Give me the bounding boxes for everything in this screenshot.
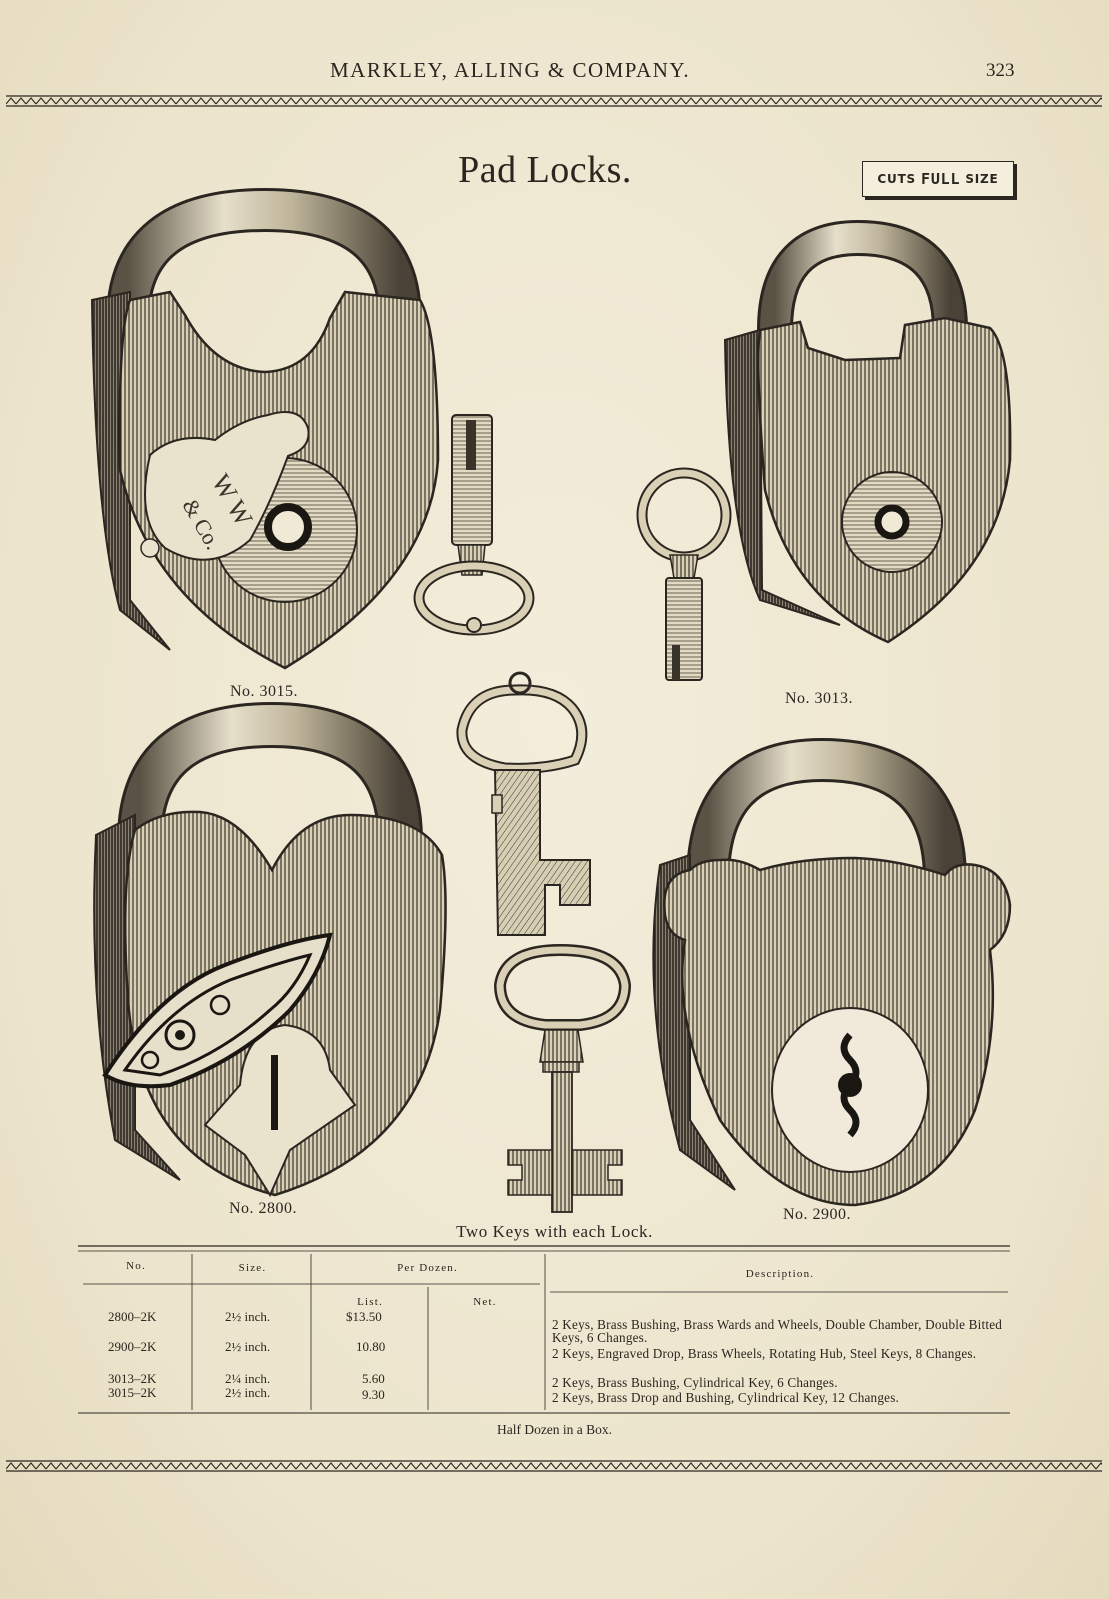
badge-full: FULL	[921, 170, 961, 188]
badge-size: SIZE	[965, 172, 999, 186]
padlock-2800-illustration	[93, 701, 447, 1198]
padlock-2900-illustration	[652, 737, 1012, 1207]
row-size: 2½ inch.	[225, 1309, 271, 1324]
row-list: $13.50	[346, 1309, 382, 1324]
row-size: 2¼ inch.	[225, 1371, 271, 1386]
row-no: 2900–2K	[108, 1339, 157, 1354]
cuts-full-size-badge: CUTS FULL SIZE	[862, 161, 1014, 197]
flat-key-illustration	[456, 671, 591, 936]
bottom-zigzag-border	[6, 1460, 1102, 1472]
header-list: List.	[357, 1296, 383, 1308]
caption-no-3015: No. 3015.	[230, 683, 299, 700]
row-description: 2 Keys, Brass Drop and Bushing, Cylindri…	[552, 1390, 900, 1405]
row-size: 2½ inch.	[225, 1339, 271, 1354]
header-per-dozen: Per Dozen.	[397, 1262, 458, 1274]
caption-no-3013: No. 3013.	[785, 690, 854, 707]
row-list: 10.80	[356, 1339, 386, 1354]
caption-no-2900: No. 2900.	[783, 1206, 852, 1223]
row-description: 2 Keys, Brass Bushing, Cylindrical Key, …	[552, 1375, 838, 1390]
row-description: 2 Keys, Brass Bushing, Brass Wards and W…	[552, 1317, 1003, 1345]
page-header: MARKLEY, ALLING & COMPANY. 323	[0, 58, 1109, 92]
two-keys-note: Two Keys with each Lock.	[456, 1222, 653, 1241]
header-no: No.	[126, 1260, 146, 1272]
cylinder-key-3015-illustration	[413, 414, 535, 636]
caption-no-2800: No. 2800.	[229, 1200, 298, 1217]
header-size: Size.	[238, 1262, 267, 1274]
page-number: 323	[986, 60, 1015, 81]
row-list: 5.60	[362, 1371, 385, 1386]
illustrations: W W & Co.	[90, 187, 1012, 1213]
half-dozen-note: Half Dozen in a Box.	[496, 1422, 613, 1437]
cylinder-key-3013-illustration	[636, 467, 732, 681]
row-size: 2½ inch.	[225, 1385, 271, 1400]
top-zigzag-border	[6, 95, 1102, 107]
row-no: 3013–2K	[108, 1371, 157, 1386]
padlock-3013-illustration	[723, 219, 1012, 644]
header-net: Net.	[473, 1296, 497, 1308]
company-name: MARKLEY, ALLING & COMPANY.	[330, 58, 691, 82]
badge-cuts: CUTS	[877, 172, 917, 186]
page-title: Pad Locks.	[458, 149, 632, 191]
header-description: Description.	[745, 1268, 815, 1280]
padlock-3015-illustration: W W & Co.	[90, 187, 440, 670]
row-no: 3015–2K	[108, 1385, 157, 1400]
bit-key-illustration	[493, 943, 632, 1213]
row-list: 9.30	[362, 1387, 385, 1402]
row-description: 2 Keys, Engraved Drop, Brass Wheels, Rot…	[552, 1346, 977, 1361]
row-no: 2800–2K	[108, 1309, 157, 1324]
